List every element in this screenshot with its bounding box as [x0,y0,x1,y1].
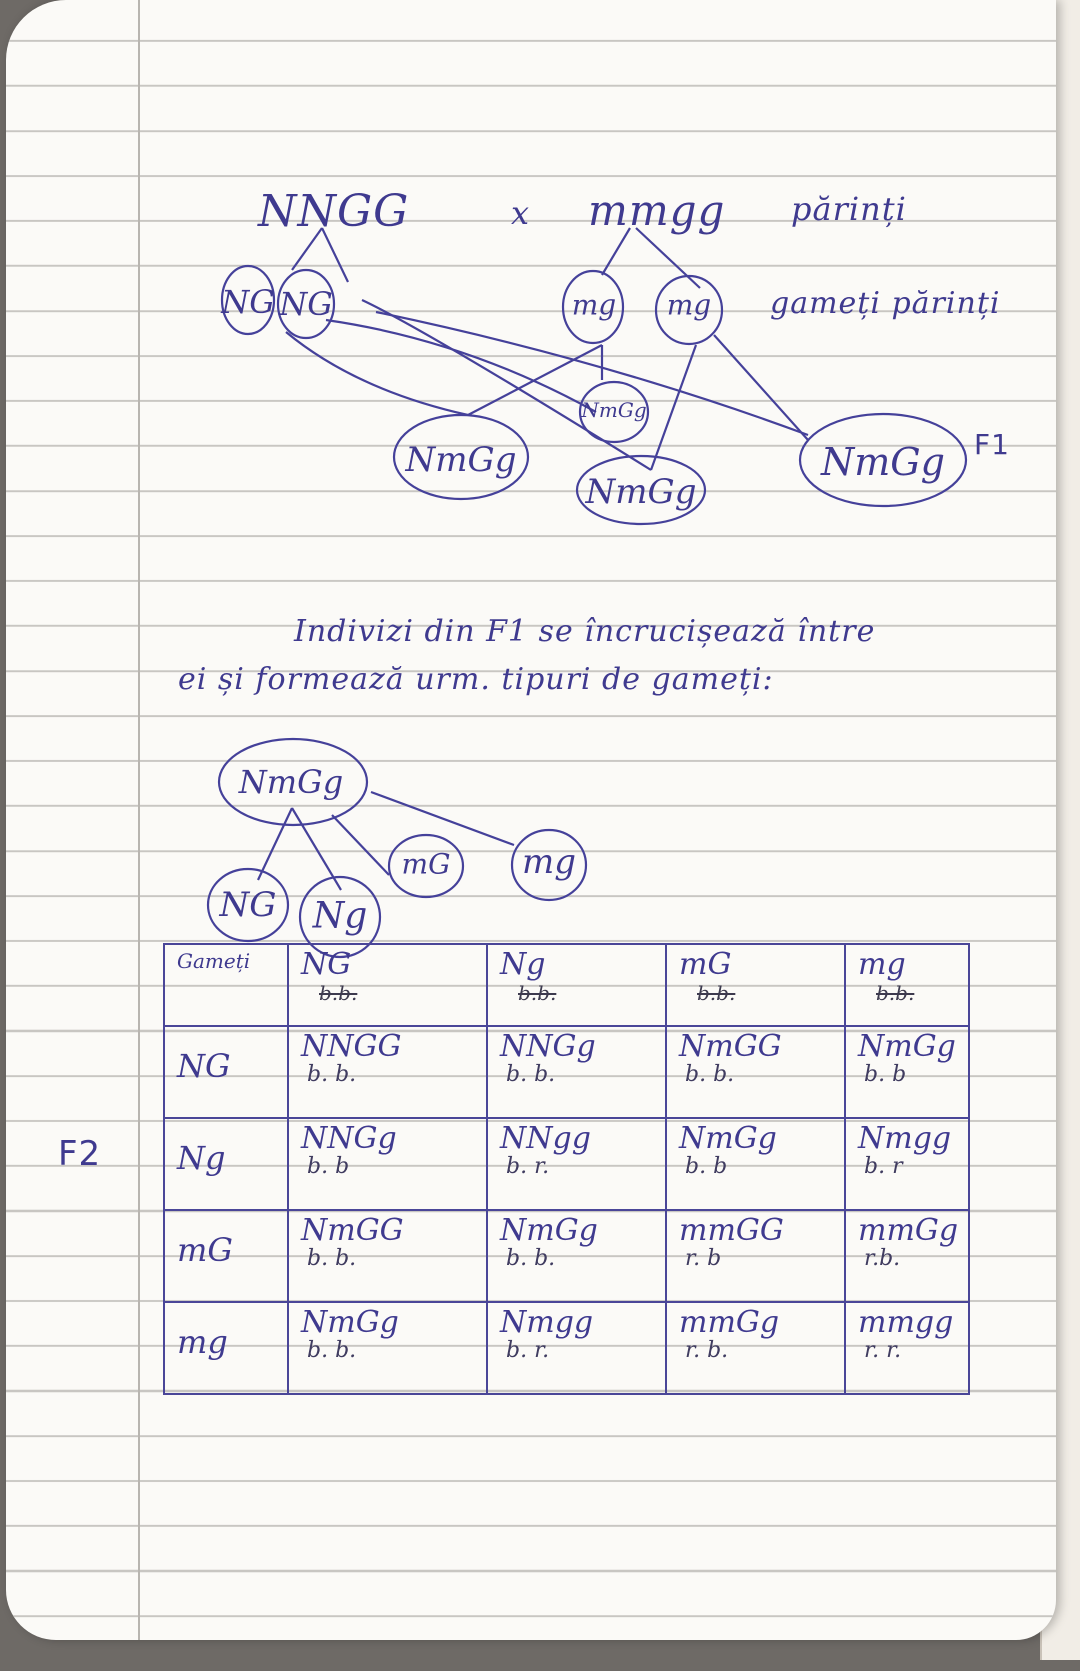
f2-label: F2 [58,1134,102,1174]
f1-parent-genotype: NmGg [238,763,344,801]
f1-gamete-4: mg [521,842,577,882]
f1-label: F1 [974,428,1010,461]
parent1-gamete-1: NG [221,283,275,321]
margin-line [138,0,140,1640]
parent2-gamete-1: mg [571,288,617,322]
parent1-genotype: NNGG [258,186,410,237]
f1-offspring-2: NmGg [581,398,647,422]
parent2-gamete-2: mg [666,288,712,322]
f1-gamete-2: Ng [312,895,368,937]
parents-label: părinți [791,190,907,228]
row-header: NG [163,1025,289,1119]
gametes-label: gameți părinți [770,286,1001,321]
row-header: mG [163,1209,289,1303]
explanation-line-2: ei și formează urm. tipuri de gameți: [178,662,774,697]
punnett-square: Gameți NG b.b. Ng b.b. mG b.b. mg b.b. N… [163,943,971,1395]
column-header: mg b.b. [843,943,971,1027]
column-header: NG b.b. [287,943,488,1027]
f1-offspring-4: NmGg [821,440,945,484]
f1-gamete-3: mG [401,847,451,881]
f1-offspring-1: NmGg [405,440,517,480]
parent2-genotype: mmgg [588,186,726,235]
row-header: mg [163,1301,289,1395]
f1-gamete-1: NG [219,885,277,925]
notebook-page: NNGG x mmgg părinți NG NG mg mg gameți p… [6,0,1056,1640]
cross-operator: x [511,194,531,232]
column-header: mG b.b. [665,943,846,1027]
parent1-gamete-2: NG [279,285,333,323]
cross-diagram-lines [206,227,968,959]
explanation-line-1: Indivizi din F1 se încrucișează între [294,614,876,649]
column-header: Ng b.b. [486,943,667,1027]
punnett-header-row: Gameți NG b.b. Ng b.b. mG b.b. mg b.b. [163,943,971,1027]
f1-offspring-3: NmGg [585,472,697,512]
row-header: Ng [163,1117,289,1211]
corner-cell: Gameți [163,943,289,1027]
